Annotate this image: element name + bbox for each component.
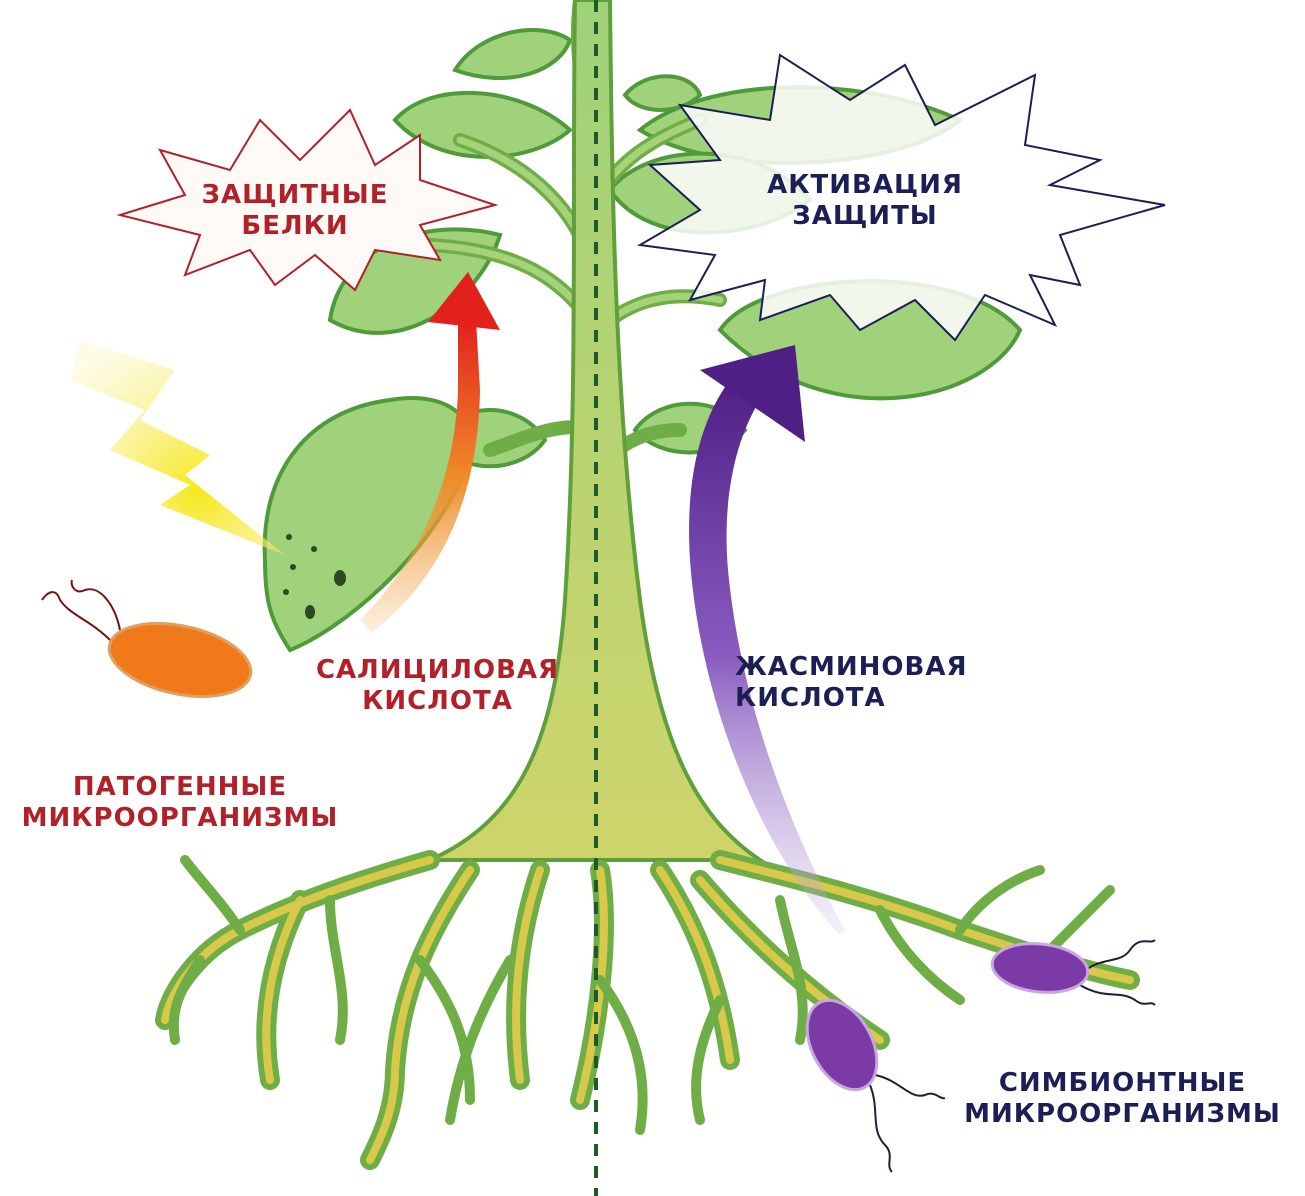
lightning-bolt-icon	[70, 340, 285, 555]
defense-activation-line1: АКТИВАЦИЯ	[745, 170, 985, 201]
symbiotic-microbes-line1: СИМБИОНТНЫЕ	[950, 1068, 1295, 1099]
protective-proteins-line2: БЕЛКИ	[185, 211, 405, 242]
salicylic-acid-line2: КИСЛОТА	[300, 686, 575, 717]
jasmonic-acid-label: ЖАСМИНОВАЯ КИСЛОТА	[735, 652, 1000, 714]
symbiotic-microbes-label: СИМБИОНТНЫЕ МИКРООРГАНИЗМЫ	[950, 1068, 1295, 1130]
salicylic-acid-line1: САЛИЦИЛОВАЯ	[300, 655, 575, 686]
leaf-top-left	[455, 30, 570, 78]
jasmonic-acid-line2: КИСЛОТА	[735, 683, 1000, 714]
symbiotic-microbes-line2: МИКРООРГАНИЗМЫ	[950, 1099, 1295, 1130]
salicylic-acid-label: САЛИЦИЛОВАЯ КИСЛОТА	[300, 655, 575, 717]
defense-activation-label: АКТИВАЦИЯ ЗАЩИТЫ	[745, 170, 985, 232]
protective-proteins-line1: ЗАЩИТНЫЕ	[185, 180, 405, 211]
protective-proteins-label: ЗАЩИТНЫЕ БЕЛКИ	[185, 180, 405, 242]
symbiont-bacterium-icon	[793, 989, 945, 1172]
pathogen-bacterium-icon	[42, 580, 257, 708]
defense-activation-line2: ЗАЩИТЫ	[745, 201, 985, 232]
pathogenic-microbes-line2: МИКРООРГАНИЗМЫ	[10, 803, 350, 834]
pathogenic-microbes-line1: ПАТОГЕННЫЕ	[10, 772, 350, 803]
pathogenic-microbes-label: ПАТОГЕННЫЕ МИКРООРГАНИЗМЫ	[10, 772, 350, 834]
jasmonic-acid-line1: ЖАСМИНОВАЯ	[735, 652, 1000, 683]
